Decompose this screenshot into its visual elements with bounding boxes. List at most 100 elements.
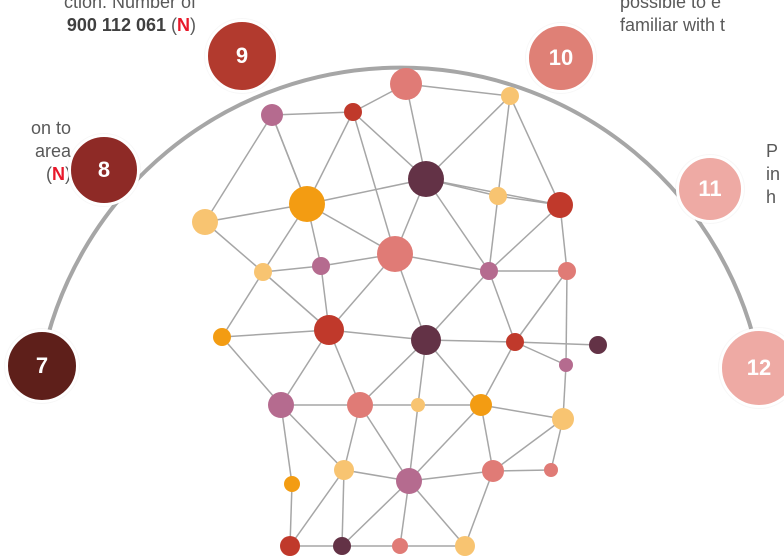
network-edge	[509, 95, 561, 206]
network-edge	[480, 404, 494, 472]
network-node	[482, 460, 504, 482]
network-edge	[221, 271, 264, 338]
step-10-description: possible to e familiar with t	[620, 0, 725, 37]
step-7-number: 7	[35, 353, 49, 378]
network-edge	[405, 83, 511, 97]
network-node	[213, 328, 231, 346]
network-node	[506, 333, 524, 351]
network-node	[559, 358, 573, 372]
step-9-close-paren: )	[190, 15, 196, 35]
network-node	[377, 236, 413, 272]
network-edge	[464, 470, 494, 547]
step-10-line-2: familiar with t	[620, 15, 726, 35]
network-node	[254, 263, 272, 281]
network-node	[501, 87, 519, 105]
network-edge	[359, 339, 427, 406]
step-11-description: P in h	[766, 140, 780, 209]
step-8-open-paren: (	[46, 164, 52, 184]
step-9-badge: 9	[205, 19, 279, 93]
step-8-description: on to area (N)	[0, 117, 71, 186]
network-edge	[306, 178, 427, 205]
network-edge	[408, 404, 482, 482]
network-node	[489, 187, 507, 205]
step-11-badge: 11	[676, 155, 744, 223]
network-edge	[425, 95, 511, 180]
network-edge	[204, 114, 273, 223]
step-8-line-3: (N)	[0, 163, 71, 186]
network-edge	[271, 111, 354, 116]
step-10-line-1: possible to e	[620, 0, 722, 12]
step-9-open-paren: (	[166, 15, 177, 35]
network-node	[289, 186, 325, 222]
network-edge	[289, 469, 345, 547]
network-edge	[328, 329, 427, 341]
network-node	[558, 262, 576, 280]
network-edge	[408, 480, 466, 547]
network-edge	[488, 270, 516, 343]
network-edge	[488, 195, 499, 272]
network-edge	[221, 336, 282, 406]
network-node	[334, 460, 354, 480]
network-node	[333, 537, 351, 555]
network-node	[411, 398, 425, 412]
step-10-number: 10	[548, 45, 574, 70]
network-node	[408, 161, 444, 197]
step-9-number-text: 900 112 061	[66, 15, 166, 35]
network-node	[396, 468, 422, 494]
network-node	[589, 336, 607, 354]
network-node	[347, 392, 373, 418]
network-edge	[280, 404, 293, 485]
step-11-line-1: P	[766, 141, 779, 161]
step-9-number: 9	[235, 43, 249, 68]
network-node	[552, 408, 574, 430]
network-node	[314, 315, 344, 345]
network-edge	[221, 329, 330, 338]
network-edge	[492, 418, 564, 472]
network-edge	[480, 404, 564, 420]
network-node	[280, 536, 300, 556]
network-edge	[408, 470, 494, 482]
step-9-line-2: 900 112 061 (N)	[0, 14, 196, 37]
network-edge	[514, 270, 568, 343]
timeline-arc	[39, 65, 762, 366]
network-node	[284, 476, 300, 492]
network-node	[192, 209, 218, 235]
network-node	[312, 257, 330, 275]
step-9-description: ction. Number of 900 112 061 (N)	[0, 0, 196, 37]
step-8-line-2: area	[34, 141, 71, 161]
network-nodes	[192, 68, 607, 556]
step-8-number: 8	[97, 157, 111, 182]
network-node	[344, 103, 362, 121]
network-edge	[425, 178, 490, 272]
network-node	[392, 538, 408, 554]
network-edge	[565, 270, 568, 366]
network-edge	[289, 483, 293, 547]
network-node	[455, 536, 475, 556]
step-8-badge: 8	[68, 134, 140, 206]
step-11-number: 11	[698, 176, 722, 201]
network-edge	[497, 95, 511, 197]
step-11-line-3: h	[766, 187, 777, 207]
step-7-badge: 7	[5, 329, 79, 403]
network-node	[390, 68, 422, 100]
step-9-line-1: ction. Number of	[63, 0, 196, 12]
network-node	[268, 392, 294, 418]
network-edge	[341, 469, 345, 547]
network-edge	[425, 270, 490, 341]
network-edge	[280, 404, 345, 471]
network-edge	[514, 341, 567, 366]
network-node	[261, 104, 283, 126]
step-8-line-1: on to	[30, 118, 71, 138]
network-node	[544, 463, 558, 477]
network-edge	[359, 404, 410, 482]
step-12-badge: 12	[719, 328, 784, 408]
network-edge	[480, 341, 516, 406]
step-12-number: 12	[746, 355, 772, 380]
step-10-badge: 10	[526, 23, 596, 93]
network-edge	[352, 111, 396, 255]
step-11-line-2: in	[766, 164, 781, 184]
network-edge	[341, 480, 410, 547]
network-node	[470, 394, 492, 416]
network-edge	[262, 265, 322, 273]
network-node	[547, 192, 573, 218]
